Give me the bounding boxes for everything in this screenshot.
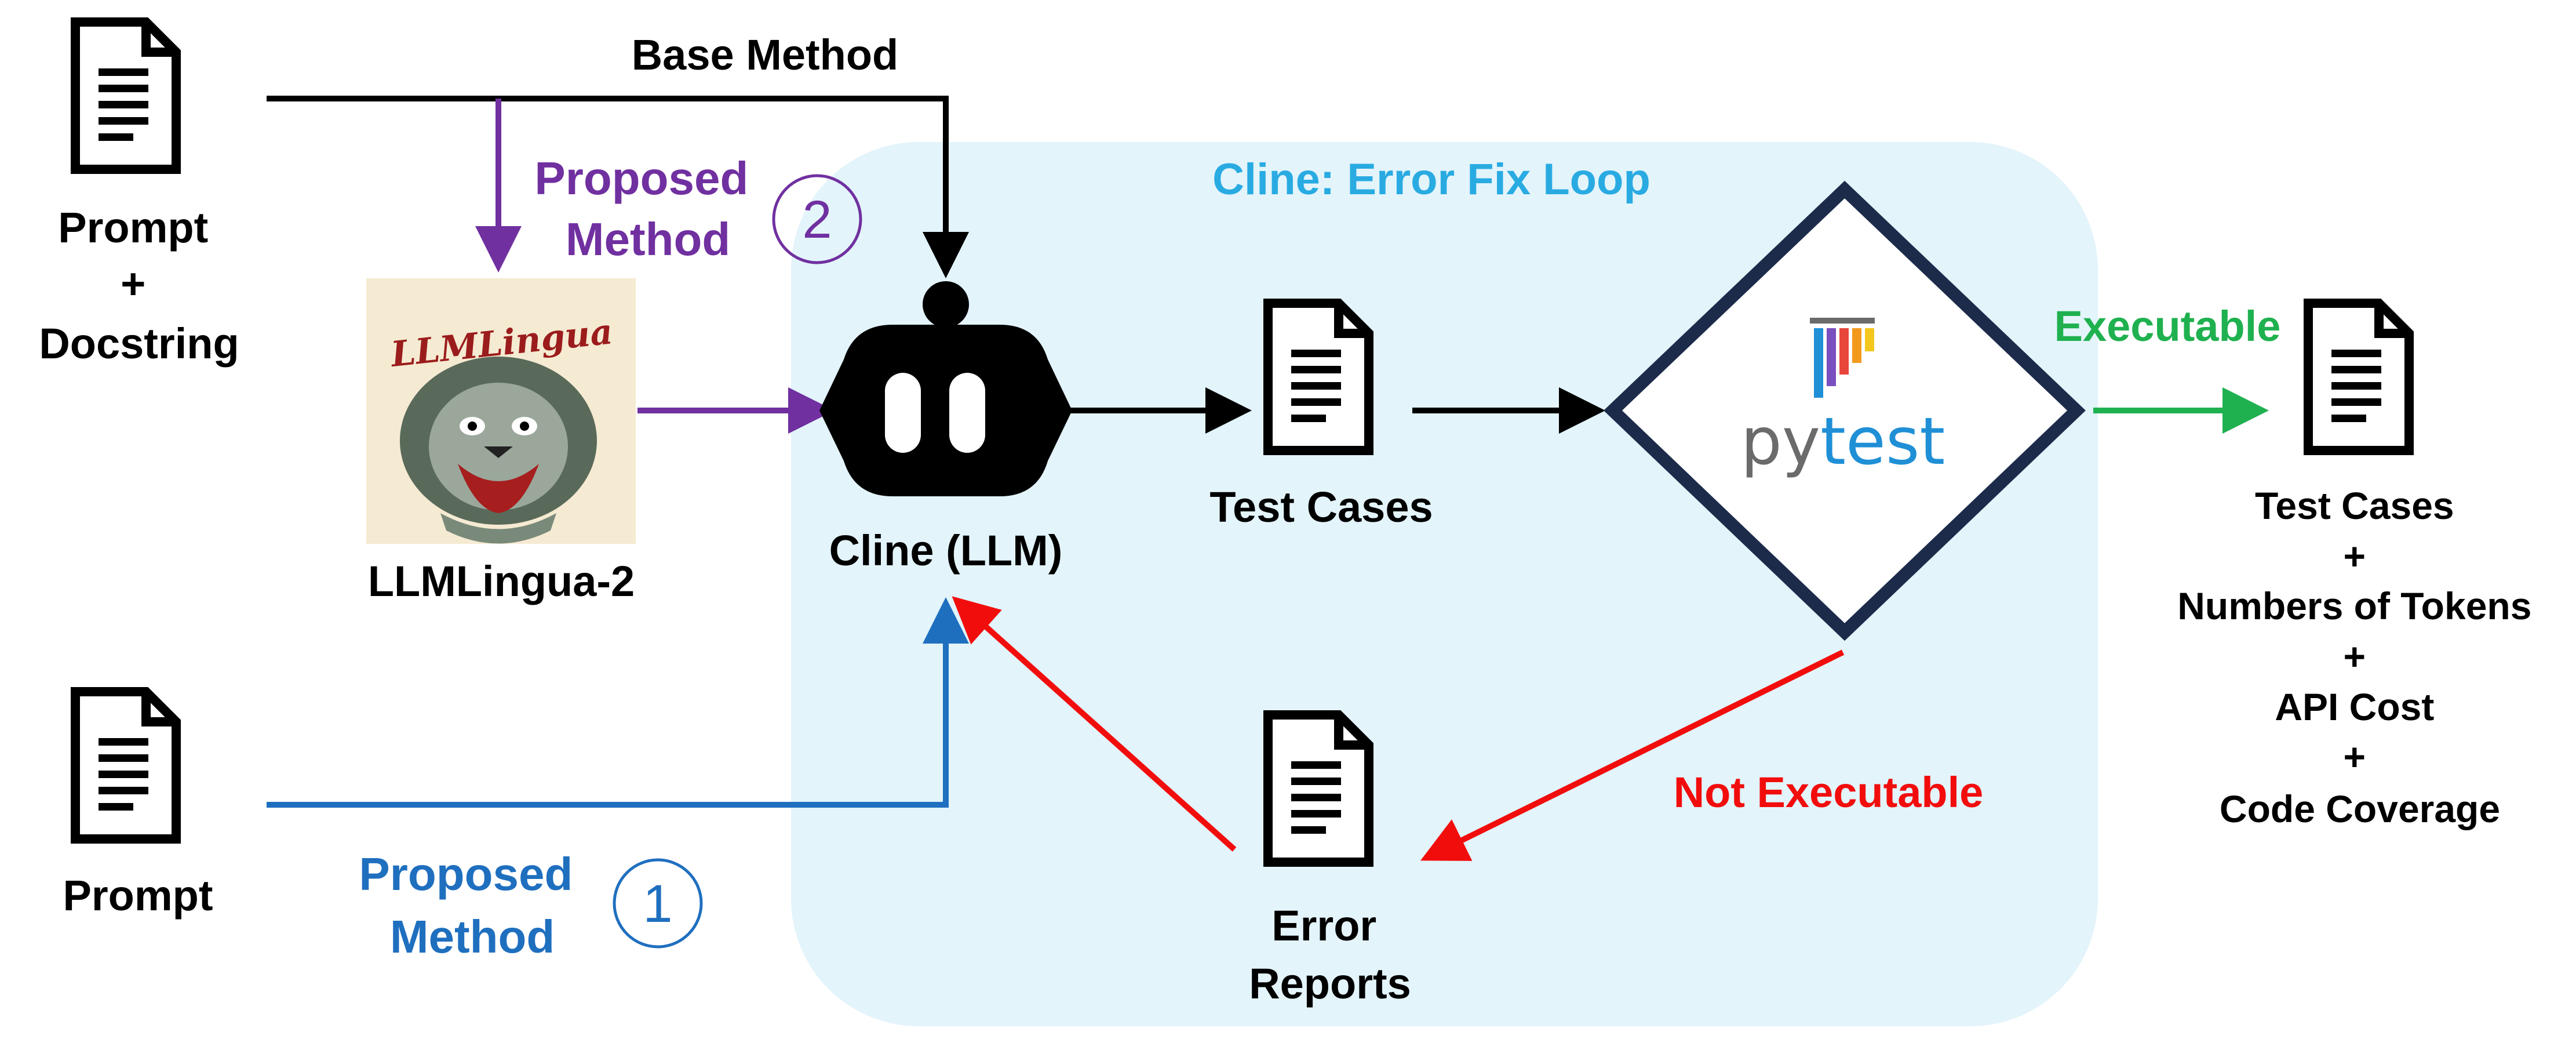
error-reports-label: Error Reports: [1249, 902, 1411, 1008]
executable-label: Executable: [2054, 302, 2281, 350]
output-document-icon: [2304, 299, 2414, 455]
error-reports-to-cline-arrow: [952, 596, 1237, 852]
robot-icon: [819, 281, 1072, 496]
loop-title: Cline: Error Fix Loop: [1212, 155, 1650, 204]
document-icon: [71, 17, 181, 174]
prompt-docstring-label: Prompt + Docstring: [39, 204, 239, 368]
base-method-label: Base Method: [632, 31, 899, 79]
step-1-number: 1: [643, 874, 672, 933]
llmlingua-logo: LLMLingua: [366, 278, 636, 544]
prompt-label: Prompt: [63, 871, 213, 920]
step-2-circle: [772, 174, 862, 264]
proposed-method-1-label: Proposed Method: [359, 848, 585, 962]
base-method-arrow: [267, 96, 969, 278]
not-executable-label: Not Executable: [1674, 768, 1984, 816]
test-cases-document-icon: [1263, 299, 1373, 455]
not-executable-arrow: [1420, 649, 1845, 861]
pytest-decision-diamond: [1604, 180, 2086, 641]
pytest-wordmark: pytest: [1741, 404, 1945, 479]
prompt-document-icon: [71, 687, 181, 844]
proposed-method-1-arrow: [267, 597, 969, 808]
step-2-number: 2: [802, 190, 832, 249]
cline-llm-label: Cline (LLM): [829, 526, 1063, 575]
pytest-logo-icon: [1810, 318, 1875, 398]
proposed-method-2-label: Proposed Method: [534, 152, 761, 265]
llmlingua-name: LLMLingua-2: [368, 557, 635, 605]
test-cases-label: Test Cases: [1209, 483, 1433, 531]
step-1-circle: [613, 858, 703, 949]
output-metrics-label: Test Cases + Numbers of Tokens + API Cos…: [2177, 484, 2542, 830]
error-reports-document-icon: [1263, 710, 1373, 867]
